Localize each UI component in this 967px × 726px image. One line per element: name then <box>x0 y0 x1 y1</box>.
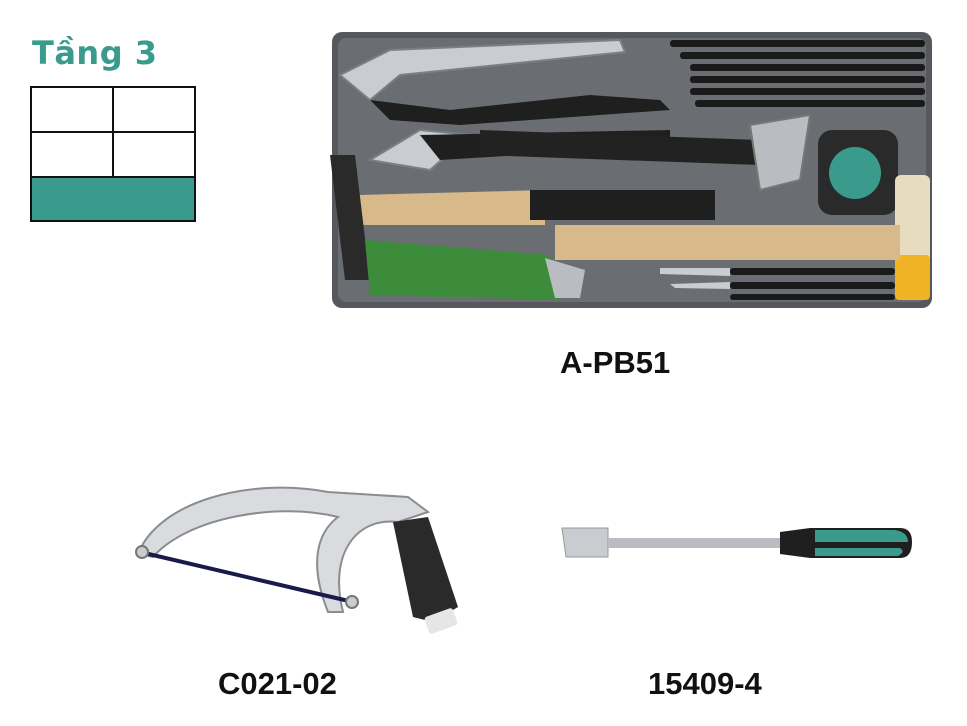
tier-title: Tầng 3 <box>32 34 158 72</box>
hacksaw-icon <box>135 486 458 634</box>
drawer-row-3-active <box>32 178 194 220</box>
product-code-tool-tray: A-PB51 <box>560 345 671 380</box>
drawer-diagram <box>30 86 196 222</box>
scraper-icon <box>561 527 912 558</box>
tool-tray-icon <box>330 32 932 308</box>
product-code-hacksaw: C021-02 <box>218 666 337 701</box>
product-code-scraper: 15409-4 <box>648 666 762 701</box>
